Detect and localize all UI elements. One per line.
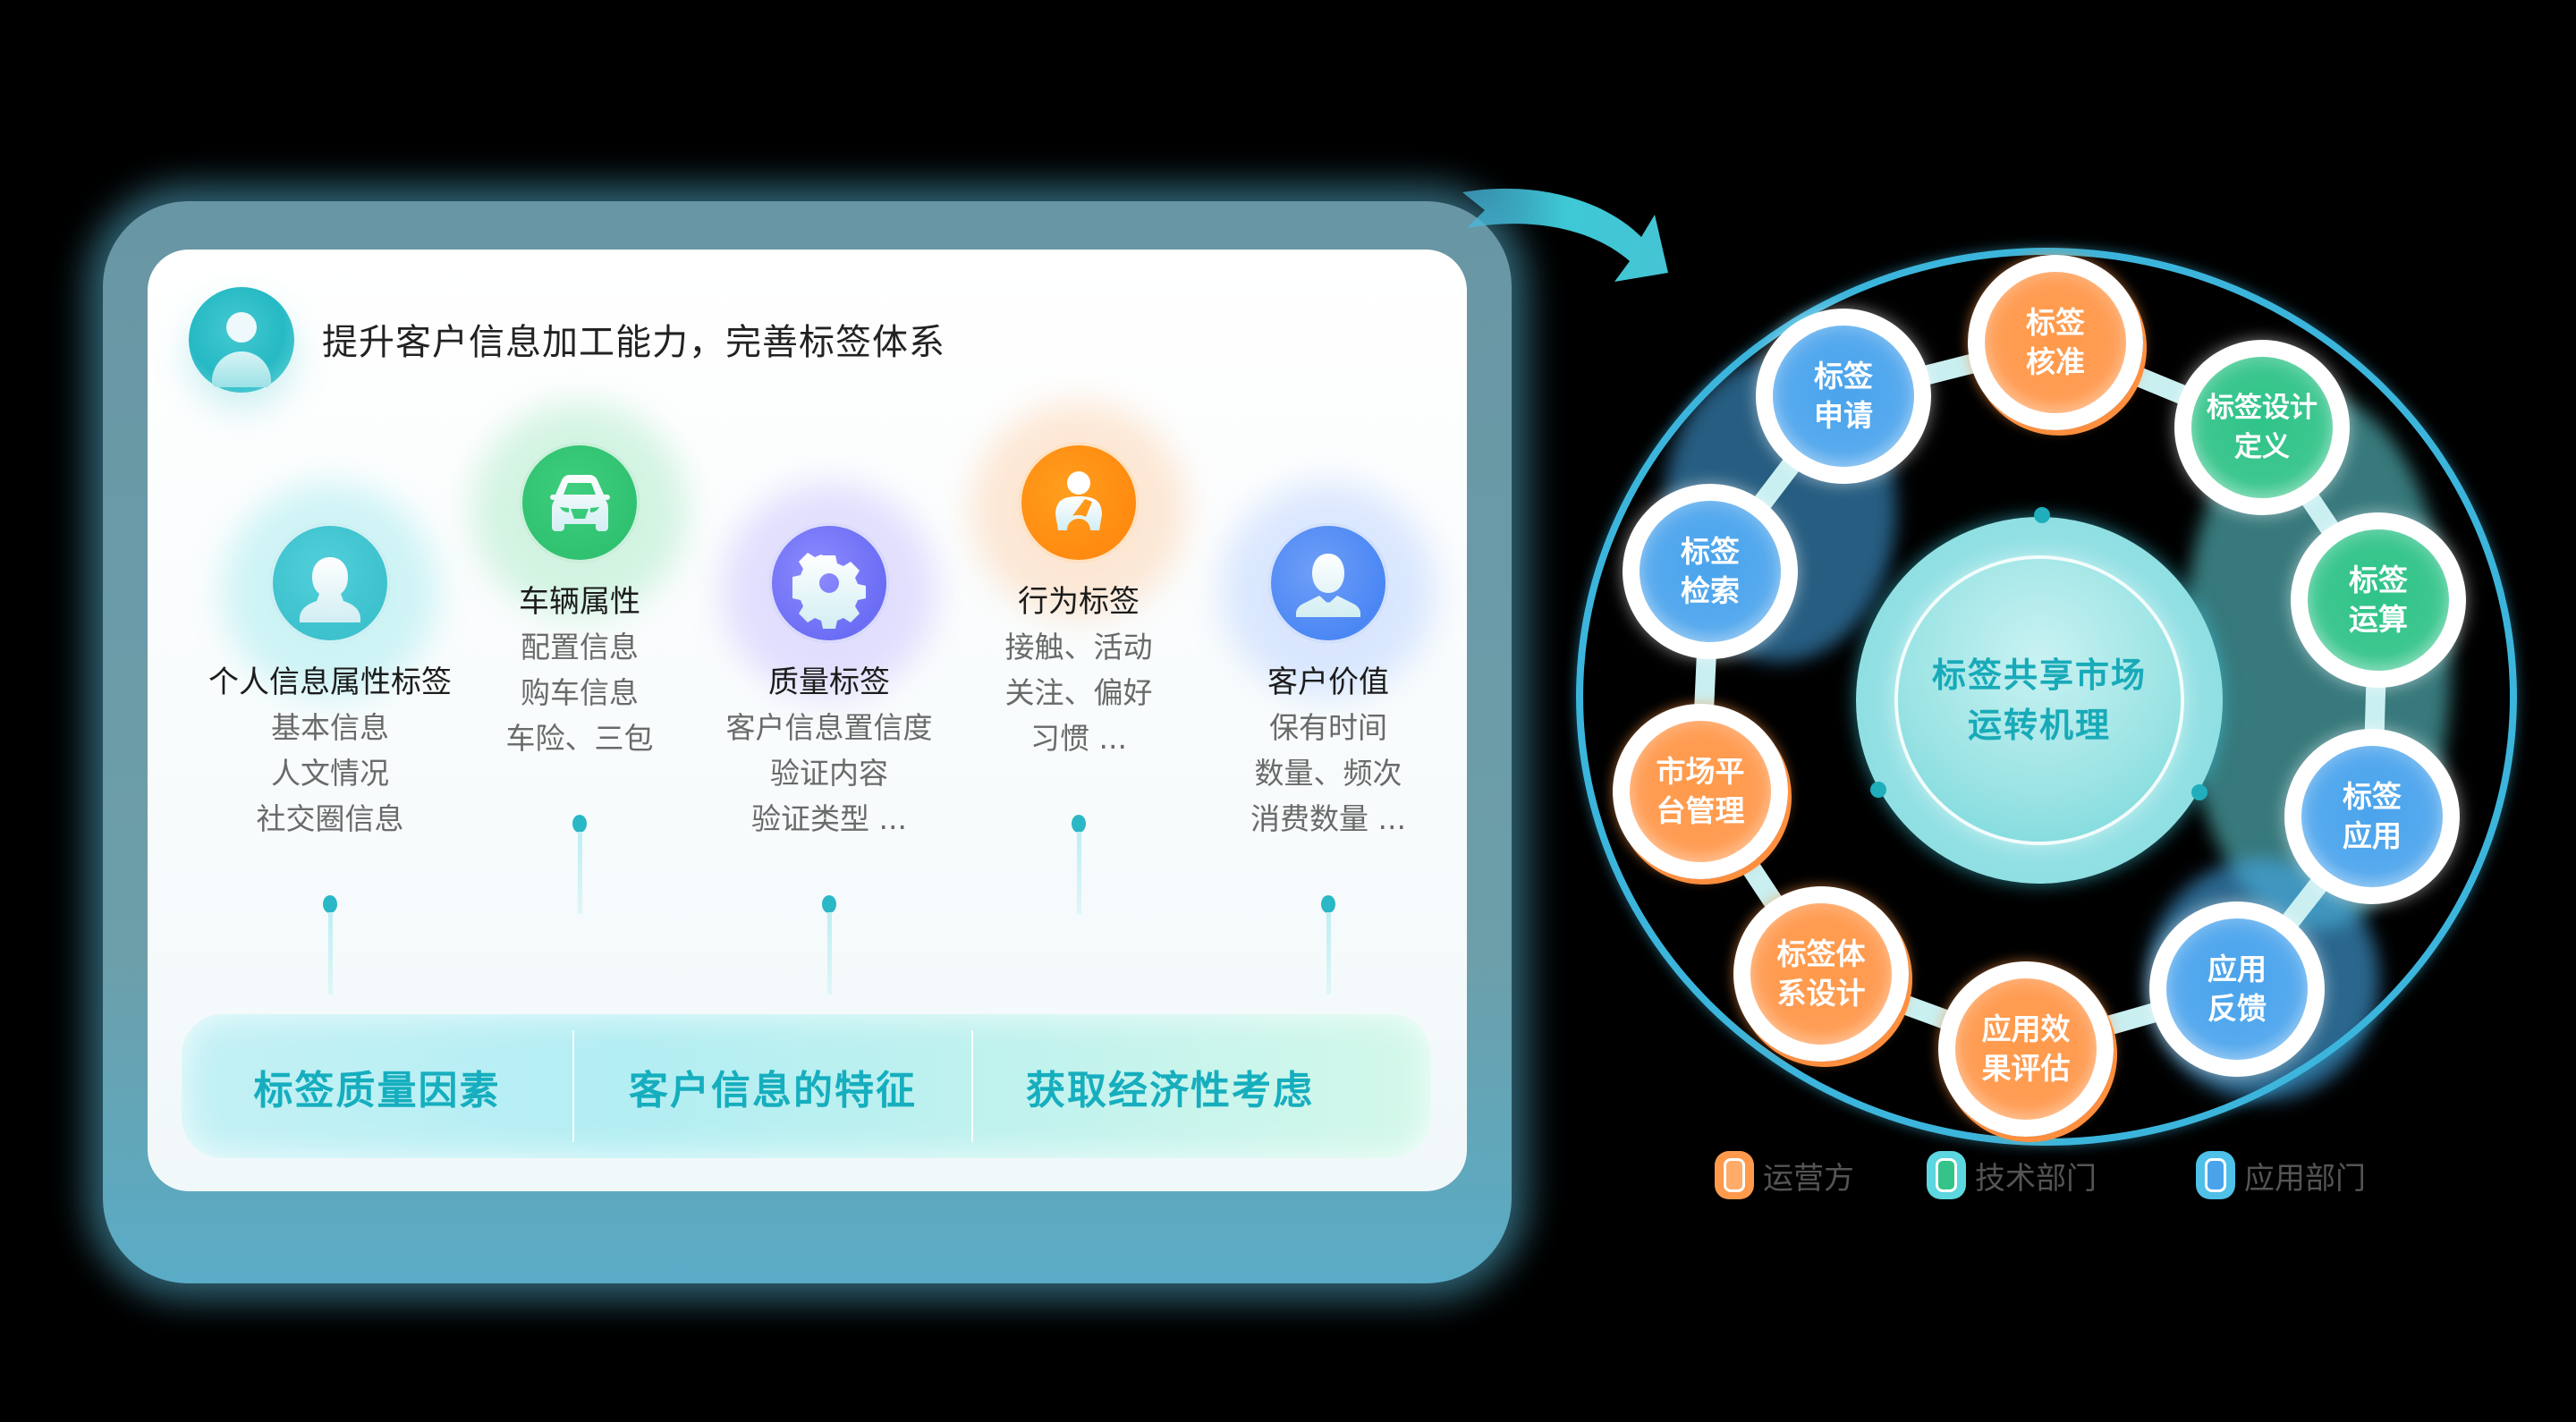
node-label: 运算 [2349, 602, 2408, 637]
legend-swatch-green [1927, 1151, 1966, 1199]
node-label: 标签 [2349, 563, 2408, 597]
connector-line [1326, 912, 1331, 995]
node-label: 核准 [2026, 344, 2085, 379]
column-vehicle: 车辆属性 配置信息 购车信息 车险、三包 [454, 580, 705, 761]
node-label: 反馈 [2207, 991, 2267, 1026]
ring-dot [2034, 507, 2050, 523]
car-icon [520, 443, 640, 563]
column-item: 购车信息 [521, 675, 639, 710]
node-label: 标签 [1814, 359, 1873, 394]
column-title: 客户价值 [1267, 664, 1389, 700]
column-item: 关注、偏好 [1004, 675, 1153, 710]
divider [572, 1030, 574, 1142]
legend-app-dept: 应用部门 [2196, 1151, 2366, 1199]
outer-ring [1576, 248, 2517, 1146]
column-item: 验证类型 ... [751, 801, 907, 836]
column-title: 个人信息属性标签 [208, 664, 452, 700]
column-item: 接触、活动 [1004, 630, 1153, 664]
node-label: 应用 [2207, 952, 2267, 986]
column-item: 客户信息置信度 [725, 710, 933, 745]
node-label: 标签体 [1776, 936, 1866, 971]
ring-dot [2191, 784, 2207, 800]
person-icon [270, 523, 390, 643]
node-tag-design-definition[interactable]: 标签设计定义 [2174, 340, 2350, 515]
column-item: 人文情况 [271, 756, 389, 791]
factor-economy: 获取经济性考虑 [1026, 1067, 1314, 1113]
connector-dot [572, 815, 587, 833]
connector-dot [323, 895, 337, 913]
column-item: 社交圈信息 [256, 801, 404, 836]
connector-dot [1321, 895, 1335, 913]
connector-line [827, 912, 832, 995]
column-item: 保有时间 [1269, 710, 1387, 745]
legend-tech-dept: 技术部门 [1927, 1151, 2097, 1199]
user-icon [189, 287, 294, 393]
gear-icon [769, 523, 889, 643]
legend-label: 运营方 [1763, 1160, 1854, 1197]
center-circle [1898, 559, 2181, 842]
connector-line [1077, 832, 1081, 914]
node-application-feedback[interactable]: 应用反馈 [2149, 901, 2325, 1077]
businessman-icon [1268, 523, 1388, 643]
node-tag-request[interactable]: 标签申请 [1756, 309, 1931, 484]
legend-swatch-blue [2196, 1151, 2235, 1199]
node-label: 标签 [2026, 305, 2085, 340]
connector-dot [822, 895, 836, 913]
divider [971, 1030, 973, 1142]
column-title: 车辆属性 [519, 584, 640, 620]
ring-dot [1870, 782, 1886, 798]
node-label: 果评估 [1981, 1051, 2071, 1086]
column-item: 数量、频次 [1254, 756, 1402, 791]
node-label: 系设计 [1776, 976, 1866, 1011]
connector-line [578, 832, 582, 914]
node-market-platform-management[interactable]: 市场平台管理 [1613, 704, 1788, 879]
legend-label: 应用部门 [2244, 1160, 2366, 1197]
legend-operator: 运营方 [1715, 1151, 1854, 1199]
legend-label: 技术部门 [1975, 1160, 2097, 1197]
node-label: 标签 [2343, 779, 2402, 814]
column-personal-info: 个人信息属性标签 基本信息 人文情况 社交圈信息 [205, 660, 455, 842]
node-label: 市场平 [1656, 754, 1745, 789]
center-label-line: 标签共享市场 [1931, 656, 2147, 695]
column-customer-value: 客户价值 保有时间 数量、频次 消费数量 ... [1203, 660, 1453, 842]
column-item: 配置信息 [521, 630, 639, 664]
column-item: 车险、三包 [505, 721, 654, 756]
column-item: 消费数量 ... [1250, 801, 1406, 836]
node-tag-computation[interactable]: 标签运算 [2291, 512, 2466, 688]
column-item: 基本信息 [271, 710, 389, 745]
node-effect-evaluation[interactable]: 应用效果评估 [1938, 961, 2114, 1137]
node-label: 申请 [1814, 398, 1873, 433]
center-label: 标签共享市场 运转机理 [1905, 650, 2174, 750]
column-title: 行为标签 [1018, 584, 1140, 620]
node-label: 检索 [1681, 573, 1740, 608]
connector-dot [1072, 815, 1086, 833]
card-title: 提升客户信息加工能力，完善标签体系 [322, 322, 945, 363]
node-label: 台管理 [1656, 793, 1745, 828]
node-label: 应用效 [1981, 1011, 2071, 1046]
column-item: 习惯 ... [1030, 721, 1127, 756]
node-label: 标签 [1681, 534, 1740, 569]
node-tag-application[interactable]: 标签应用 [2284, 729, 2460, 904]
center-label-line: 运转机理 [1967, 706, 2111, 745]
node-label: 定义 [2234, 431, 2290, 463]
node-tag-system-design[interactable]: 标签体系设计 [1733, 886, 1909, 1062]
curved-arrow-icon [1462, 188, 1668, 282]
node-tag-approval[interactable]: 标签核准 [1968, 255, 2143, 430]
column-quality: 质量标签 客户信息置信度 验证内容 验证类型 ... [704, 660, 954, 842]
driver-icon [1019, 443, 1139, 563]
node-label: 标签设计 [2207, 392, 2318, 424]
factor-tag-quality: 标签质量因素 [253, 1067, 501, 1113]
node-tag-retrieval[interactable]: 标签检索 [1623, 484, 1798, 659]
node-label: 应用 [2343, 818, 2402, 853]
column-item: 验证内容 [770, 756, 888, 791]
column-behavior: 行为标签 接触、活动 关注、偏好 习惯 ... [953, 580, 1204, 761]
legend-swatch-orange [1715, 1151, 1754, 1199]
factor-customer-info: 客户信息的特征 [629, 1067, 917, 1113]
column-title: 质量标签 [768, 664, 890, 700]
factor-bar: 标签质量因素 客户信息的特征 获取经济性考虑 [182, 1014, 1431, 1158]
connector-line [328, 912, 333, 995]
